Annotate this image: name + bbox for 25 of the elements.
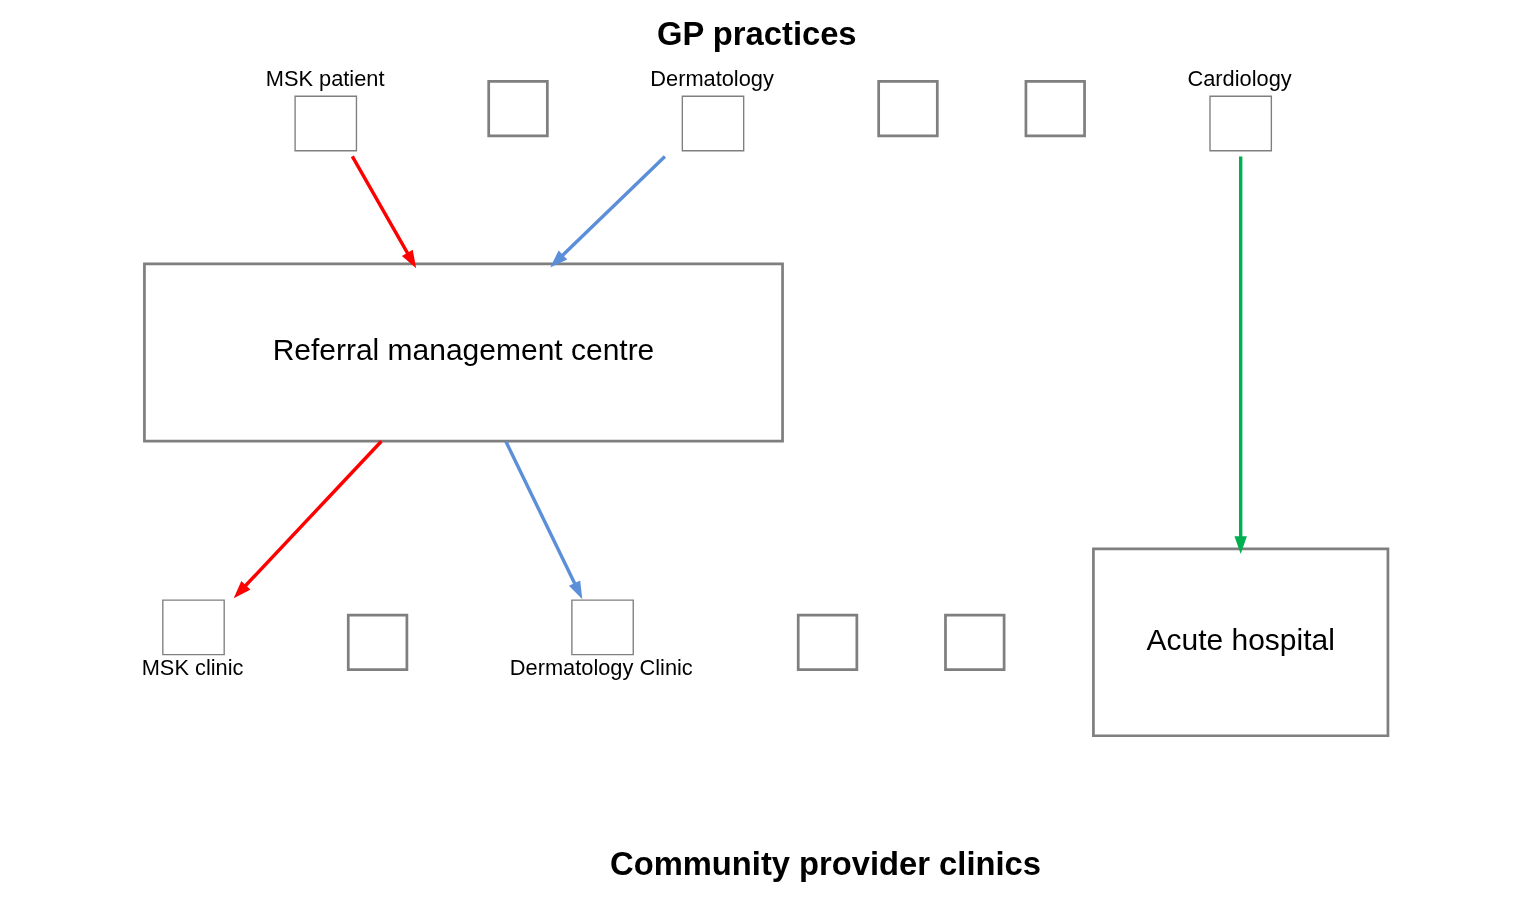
arrow [233, 439, 383, 598]
node-box: Acute hospital [1092, 547, 1390, 737]
node-box [294, 95, 358, 151]
node-box [571, 598, 634, 655]
node-label: MSK clinic [141, 654, 244, 680]
arrow [350, 155, 417, 268]
node-label: Dermatology [650, 65, 774, 91]
arrow [550, 154, 667, 267]
node-box [681, 95, 745, 151]
node-box [162, 598, 225, 655]
node-box [944, 613, 1006, 671]
node-label: Dermatology Clinic [509, 654, 693, 680]
caption: Community provider clinics [610, 844, 1041, 882]
node-box [796, 613, 859, 671]
node-label: Cardiology [1187, 65, 1292, 91]
node-label: MSK patient [265, 65, 385, 91]
diagram-title: GP practices [657, 14, 857, 52]
arrow [1234, 156, 1247, 554]
node-box [1024, 79, 1086, 137]
arrow [504, 440, 583, 599]
node-box [346, 613, 409, 671]
node-box [1209, 95, 1273, 151]
node-box [877, 79, 939, 137]
node-box: Referral management centre [143, 262, 784, 443]
node-box [487, 79, 549, 137]
